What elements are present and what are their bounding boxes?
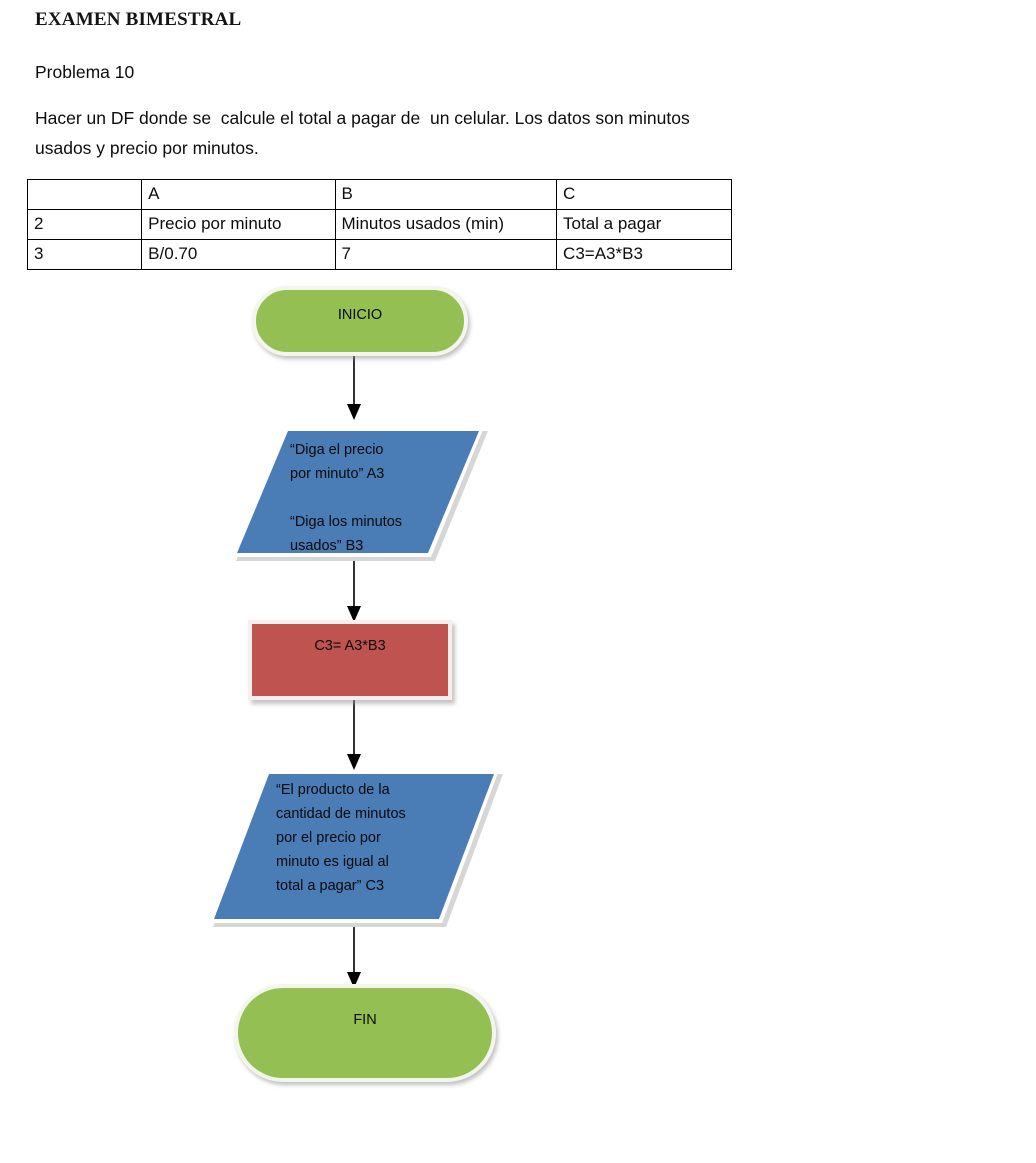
table-row: 3 B/0.70 7 C3=A3*B3: [26, 239, 732, 270]
flow-node-input[interactable]: “Diga el precio por minuto” A3 “Diga los…: [226, 418, 490, 564]
connector-output-to-end: [347, 922, 361, 988]
table-cell-row3-b: 7: [334, 239, 558, 270]
connector-start-to-input: [347, 352, 361, 420]
flow-node-end[interactable]: FIN: [234, 984, 496, 1082]
flow-node-start-label: INICIO: [337, 307, 383, 323]
parallelogram-output-icon: [209, 770, 503, 927]
spreadsheet-table: A B C 2 Precio por minuto Minutos usados…: [26, 179, 732, 270]
table-header-cell-a: A: [141, 179, 336, 210]
problem-label: Problema 10: [35, 62, 135, 82]
problem-statement: Hacer un DF donde se calcule el total a …: [35, 108, 695, 158]
flow-node-output[interactable]: “El producto de la cantidad de minutos p…: [204, 766, 504, 930]
connector-input-to-process: [347, 556, 361, 622]
flow-node-input-label: “Diga el precio por minuto” A3 “Diga los…: [290, 442, 403, 554]
flow-node-start[interactable]: INICIO: [252, 286, 468, 356]
flow-node-process[interactable]: C3= A3*B3: [248, 620, 452, 700]
page-title: EXAMEN BIMESTRAL: [35, 9, 242, 30]
table-cell-row3-a: B/0.70: [141, 239, 336, 270]
connector-process-to-output: [347, 700, 361, 770]
table-header-row: A B C: [26, 179, 732, 210]
table-cell-row2-c: Total a pagar: [556, 209, 732, 240]
flow-node-process-label: C3= A3*B3: [314, 638, 386, 654]
flow-node-end-label: FIN: [353, 1012, 377, 1028]
table-cell-row3-index: 3: [26, 239, 143, 270]
table-header-cell-b: B: [334, 179, 558, 210]
parallelogram-input-icon: [232, 427, 488, 561]
table-cell-row3-c: C3=A3*B3: [556, 239, 732, 270]
flow-node-output-label: “El producto de la cantidad de minutos p…: [276, 782, 406, 894]
